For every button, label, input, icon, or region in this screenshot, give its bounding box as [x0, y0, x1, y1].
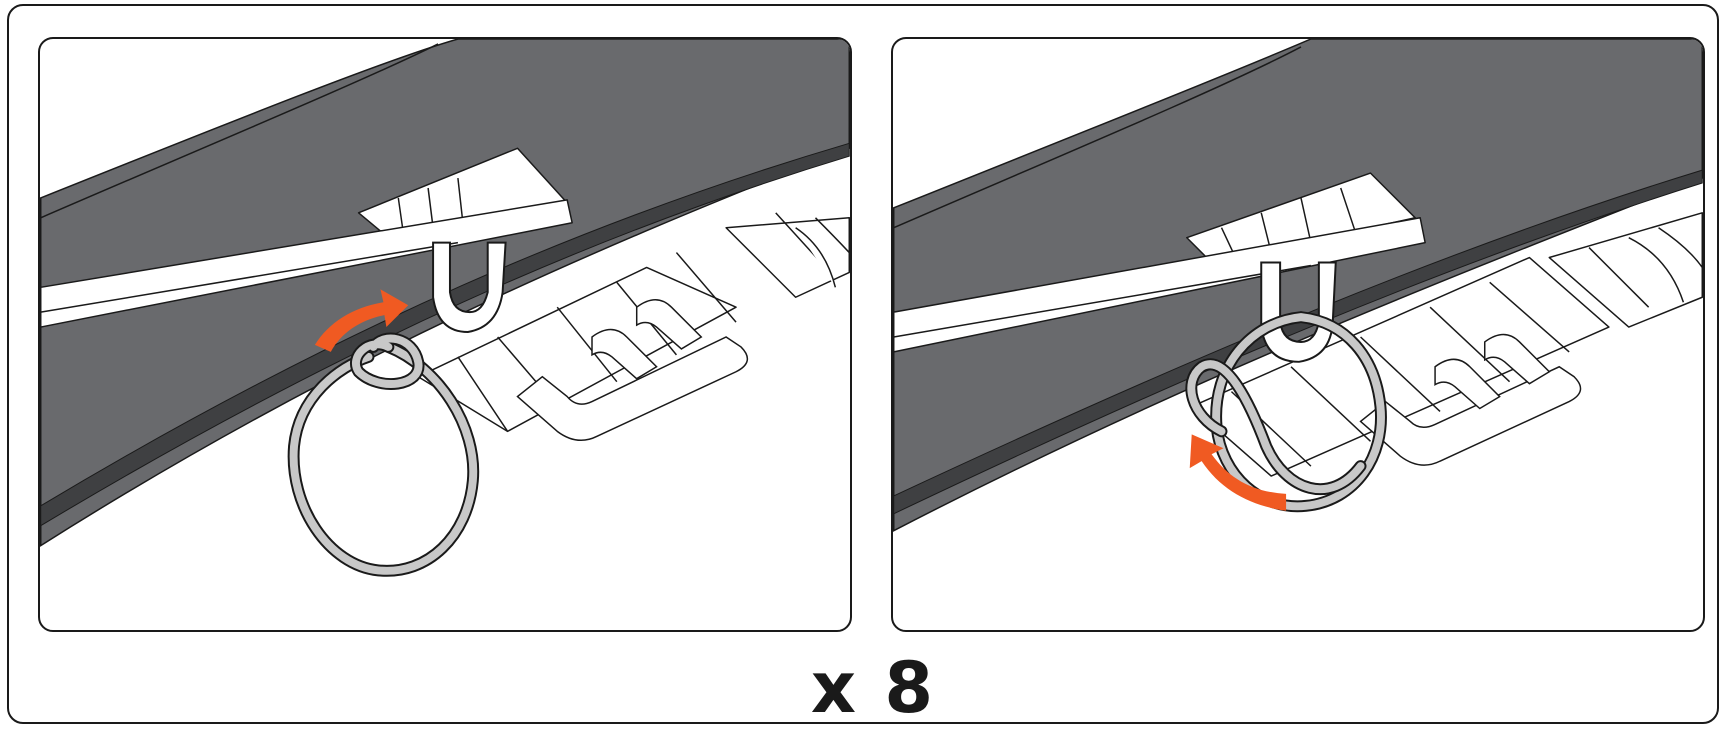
- panel-2-drawing: [893, 39, 1703, 630]
- panel-1-drawing: [40, 39, 850, 630]
- illustration-panel-1: [38, 37, 852, 632]
- illustration-panel-2: [891, 37, 1705, 632]
- quantity-label: x 8: [768, 658, 978, 718]
